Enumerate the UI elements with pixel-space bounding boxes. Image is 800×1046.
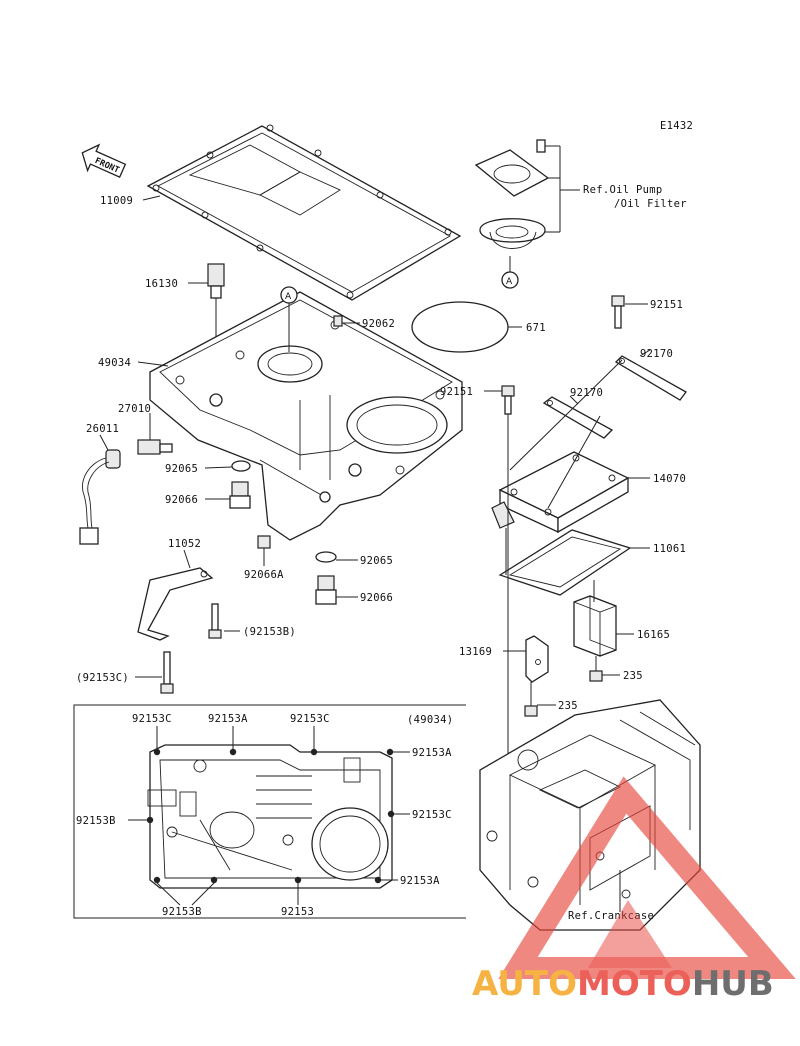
- svg-text:AUTOMOTOHUB: AUTOMOTOHUB: [472, 964, 774, 1004]
- diagram-code: E1432: [660, 120, 693, 132]
- label-27010: 27010: [118, 403, 151, 415]
- watermark-part2: MOTO: [577, 964, 692, 1004]
- oil-filter-strainer: [479, 218, 546, 249]
- label-92170-lower: 92170: [570, 387, 603, 399]
- inset-label-right-1: 92153C: [412, 809, 452, 821]
- plug-92066A: [257, 535, 271, 549]
- plug-16130: [207, 263, 225, 299]
- label-16130: 16130: [145, 278, 178, 290]
- label-235-left: 235: [558, 700, 578, 712]
- inset-label-top-2: 92153C: [290, 713, 330, 725]
- bolt-92153C: [160, 651, 174, 694]
- watermark-logo: AUTOMOTOHUB: [472, 776, 796, 1004]
- nut-235-left: [524, 705, 538, 717]
- label-26011: 26011: [86, 423, 119, 435]
- label-11052: 11052: [168, 538, 201, 550]
- label-671: 671: [526, 322, 546, 334]
- watermark-part3: HUB: [692, 964, 774, 1004]
- label-92153C-paren: (92153C): [76, 672, 129, 684]
- label-92151-lower: 92151: [440, 386, 473, 398]
- ref-circle-a-filter: A: [501, 256, 519, 289]
- label-14070: 14070: [653, 473, 686, 485]
- label-92151-upper: 92151: [650, 299, 683, 311]
- label-92066-lower: 92066: [360, 592, 393, 604]
- inset-label-bottom-1: 92153: [281, 906, 314, 918]
- label-92062: 92062: [362, 318, 395, 330]
- strap-92170-lower: [542, 396, 614, 439]
- nut-235-right: [589, 670, 603, 682]
- label-92066-upper: 92066: [165, 494, 198, 506]
- front-arrow-icon: FRONT: [81, 143, 127, 178]
- oil-pan-49034: [149, 291, 463, 541]
- label-235-right: 235: [623, 670, 643, 682]
- bolt-92151-lower: [501, 385, 515, 415]
- wire-harness-26011: [79, 449, 121, 545]
- drain-plug-92066-upper: [229, 481, 251, 509]
- pin-92062: [333, 315, 343, 327]
- inset-label-top-1: 92153A: [208, 713, 248, 725]
- label-11009: 11009: [100, 195, 133, 207]
- gasket-11009: [146, 124, 462, 301]
- cover-14070: [491, 451, 630, 534]
- bracket-13169: [525, 635, 549, 683]
- inset-label-left: 92153B: [76, 815, 116, 827]
- watermark-part1: AUTO: [472, 964, 577, 1004]
- washer-92065: [231, 460, 251, 472]
- label-13169: 13169: [459, 646, 492, 658]
- crankcase-ref: [479, 699, 701, 931]
- inset-label-right-0: 92153A: [412, 747, 452, 759]
- inset-label-right-2: 92153A: [400, 875, 440, 887]
- drain-plug-92066-lower: [315, 575, 337, 605]
- svg-text:A: A: [285, 292, 292, 302]
- inset-label-bottom-0: 92153B: [162, 906, 202, 918]
- strap-92170-upper: [614, 355, 687, 401]
- inset-label-top-0: 92153C: [132, 713, 172, 725]
- label-11061: 11061: [653, 543, 686, 555]
- label-16165: 16165: [637, 629, 670, 641]
- label-92153B-paren: (92153B): [243, 626, 296, 638]
- o-ring-671: [411, 301, 509, 353]
- svg-text:A: A: [506, 277, 513, 287]
- gasket-11061: [498, 529, 632, 596]
- inset-bolt-layout: (49034) 92153C: [73, 704, 466, 919]
- bolt-92151-upper: [611, 295, 625, 329]
- oil-pump-bolt: [536, 139, 546, 153]
- label-ref-oil-pump: Ref.Oil Pump: [583, 184, 662, 196]
- inset-title: (49034): [407, 714, 453, 726]
- label-92170-upper: 92170: [640, 348, 673, 360]
- valve-16165: [573, 595, 617, 657]
- oil-pump-cover: [474, 149, 550, 197]
- bracket-11052: [137, 567, 214, 641]
- label-ref-crankcase: Ref.Crankcase: [568, 910, 654, 922]
- label-92066A: 92066A: [244, 569, 284, 581]
- oil-pressure-switch-27010: [137, 439, 173, 455]
- ref-circle-a-pan: A: [280, 286, 298, 352]
- label-92065-upper: 92065: [165, 463, 198, 475]
- label-92065-lower: 92065: [360, 555, 393, 567]
- washer-92065-lower: [315, 551, 337, 563]
- label-49034: 49034: [98, 357, 131, 369]
- label-ref-oil-filter: /Oil Filter: [614, 198, 687, 210]
- bolt-92153B: [208, 603, 222, 639]
